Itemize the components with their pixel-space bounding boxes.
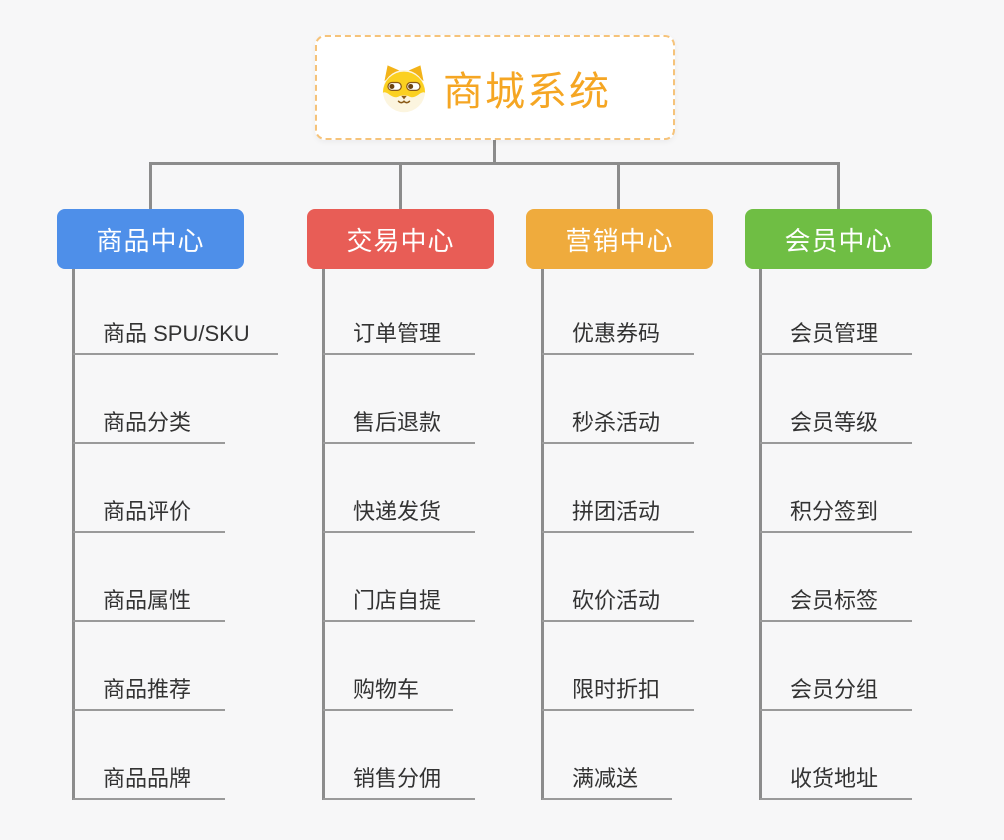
connector-stub-trade [399,162,402,210]
child-node[interactable]: 商品评价 [73,495,225,533]
child-node[interactable]: 商品品牌 [73,762,225,800]
child-node[interactable]: 商品属性 [73,584,225,622]
child-node[interactable]: 快递发货 [323,495,475,533]
connector-vline-member [759,269,762,800]
root-node-label: 商城系统 [443,69,611,114]
child-node[interactable]: 订单管理 [323,317,475,355]
child-node[interactable]: 购物车 [323,673,453,711]
child-node[interactable]: 会员等级 [760,406,912,444]
child-node[interactable]: 拼团活动 [542,495,694,533]
connector-stub-member [837,162,840,210]
child-node[interactable]: 商品 SPU/SKU [73,317,278,355]
branch-node-product-center[interactable]: 商品中心 [57,209,244,269]
connector-stub-product [149,162,152,210]
child-node[interactable]: 会员管理 [760,317,912,355]
branch-node-label: 交易中心 [346,225,455,256]
child-node[interactable]: 售后退款 [323,406,475,444]
shiba-dog-face-icon [382,64,426,112]
branch-node-label: 营销中心 [565,225,674,256]
child-node[interactable]: 商品分类 [73,406,225,444]
branch-node-member-center[interactable]: 会员中心 [745,209,932,269]
child-node[interactable]: 会员标签 [760,584,912,622]
child-node[interactable]: 秒杀活动 [542,406,694,444]
child-node[interactable]: 商品推荐 [73,673,225,711]
connector-stub-marketing [617,162,620,210]
root-node[interactable]: 商城系统 [315,35,675,140]
child-node[interactable]: 会员分组 [760,673,912,711]
connector-root-stub [493,139,496,165]
connector-horizontal [149,162,840,165]
connector-vline-marketing [541,269,544,800]
child-node[interactable]: 门店自提 [323,584,475,622]
child-node[interactable]: 限时折扣 [542,673,694,711]
child-node[interactable]: 积分签到 [760,495,912,533]
child-node[interactable]: 砍价活动 [542,584,694,622]
branch-node-trade-center[interactable]: 交易中心 [307,209,494,269]
connector-vline-product [72,269,75,800]
branch-node-label: 会员中心 [784,225,893,256]
connector-vline-trade [322,269,325,800]
child-node[interactable]: 销售分佣 [323,762,475,800]
child-node[interactable]: 收货地址 [760,762,912,800]
branch-node-label: 商品中心 [96,225,205,256]
branch-node-marketing-center[interactable]: 营销中心 [526,209,713,269]
child-node[interactable]: 优惠券码 [542,317,694,355]
child-node[interactable]: 满减送 [542,762,672,800]
